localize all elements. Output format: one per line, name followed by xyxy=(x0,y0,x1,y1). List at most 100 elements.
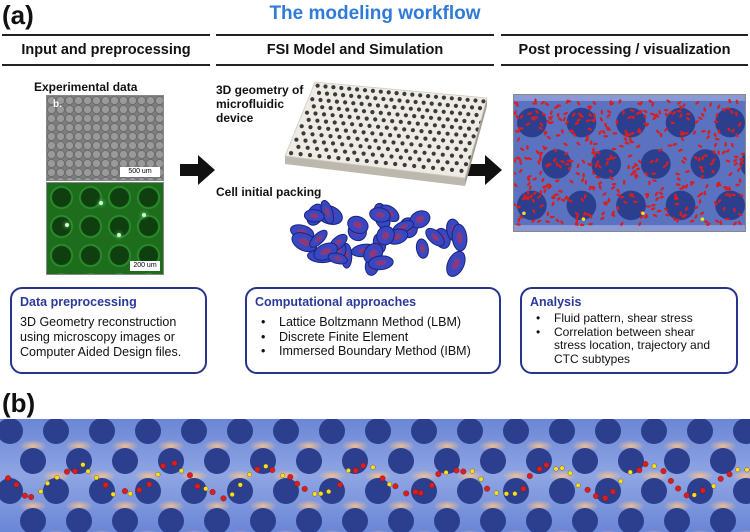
arrow-right-icon xyxy=(467,155,502,185)
red-cell xyxy=(417,490,424,496)
ctc-cell xyxy=(711,483,717,489)
red-cell xyxy=(194,483,201,490)
red-cell xyxy=(610,488,616,495)
arrow-right-icon xyxy=(180,155,215,185)
ctc-cell xyxy=(559,465,565,471)
red-cell xyxy=(520,485,527,492)
fluorescent-cell xyxy=(117,233,121,237)
pillar xyxy=(503,478,529,504)
ctc-cell xyxy=(178,468,184,474)
data-preprocessing-box: Data preprocessing 3D Geometry reconstru… xyxy=(10,287,207,374)
red-cell xyxy=(337,481,343,488)
pillar xyxy=(319,419,345,444)
ctc-cell xyxy=(478,476,484,482)
ctc-cell xyxy=(318,491,324,497)
pillar xyxy=(158,508,184,532)
pillar xyxy=(342,508,368,532)
ctc-cell xyxy=(691,492,697,498)
ctc-cell xyxy=(386,481,392,487)
red-cell xyxy=(726,471,733,478)
panel-label-a: (a) xyxy=(2,0,34,30)
ctc-cell xyxy=(443,470,449,476)
red-cell xyxy=(64,468,70,475)
red-cell xyxy=(254,466,261,473)
pillar xyxy=(0,419,23,444)
pillar xyxy=(733,478,750,504)
box-title: Data preprocessing xyxy=(20,295,137,309)
pillar xyxy=(641,478,667,504)
pillar xyxy=(457,419,483,444)
ctc-cell xyxy=(503,491,509,497)
ctc-cell xyxy=(575,482,581,488)
ctc-cell xyxy=(237,482,243,488)
ctc-trajectory-simulation xyxy=(0,419,750,532)
ctc-cell xyxy=(326,489,332,495)
pillar xyxy=(616,190,646,221)
red-cell xyxy=(453,467,460,474)
simulation-visualization xyxy=(513,94,746,232)
box-title: Analysis xyxy=(530,295,582,309)
pillar xyxy=(89,478,115,504)
ctc-cell xyxy=(553,466,559,472)
red-cell xyxy=(102,482,109,488)
box-title: Computational approaches xyxy=(255,295,417,309)
pillar xyxy=(89,419,115,444)
ctc-cell xyxy=(94,475,99,481)
pillar xyxy=(20,508,46,532)
red-cell xyxy=(146,481,153,488)
cell-packing-render xyxy=(290,200,468,277)
pillar xyxy=(664,508,690,532)
pillar xyxy=(516,107,547,138)
pillar xyxy=(204,508,230,532)
red-cell xyxy=(699,487,706,494)
pillar xyxy=(296,448,322,474)
pillar xyxy=(296,508,322,532)
pillar xyxy=(181,419,207,444)
list-item: Correlation between shear stress locatio… xyxy=(530,325,728,367)
pillar xyxy=(434,448,460,474)
pillar xyxy=(388,508,414,532)
pillar xyxy=(112,508,138,532)
red-cell xyxy=(660,468,667,475)
pillar xyxy=(572,448,598,474)
red-cell xyxy=(287,474,294,480)
red-cell xyxy=(435,471,442,477)
pillar xyxy=(549,478,575,504)
stage-header-fsi: FSI Model and Simulation xyxy=(216,34,494,66)
pillar xyxy=(273,419,299,444)
pillar xyxy=(457,478,483,504)
ctc-cell xyxy=(627,469,633,475)
ctc-cell xyxy=(203,486,209,492)
ctc-cell xyxy=(345,468,351,474)
red-cell xyxy=(543,462,550,468)
pillar xyxy=(135,419,161,444)
computational-approaches-box: Computational approaches Lattice Boltzma… xyxy=(245,287,501,374)
pillar xyxy=(204,448,230,474)
pillar xyxy=(181,478,207,504)
red-cell xyxy=(460,468,467,475)
ctc-cell xyxy=(735,467,741,473)
caption-experimental-data: Experimental data xyxy=(34,80,138,94)
pillar xyxy=(664,448,690,474)
fluorescent-cell xyxy=(65,223,69,227)
ctc-cell xyxy=(493,490,499,496)
red-cell xyxy=(403,490,410,497)
analysis-box: Analysis Fluid pattern, shear stress Cor… xyxy=(520,287,738,374)
pillar xyxy=(687,419,713,444)
ctc-cell xyxy=(280,473,286,478)
red-cell xyxy=(209,489,216,496)
pillar xyxy=(20,448,46,474)
ctc-cell xyxy=(85,468,91,474)
pillar xyxy=(549,419,575,444)
pillar xyxy=(227,419,253,444)
red-cell xyxy=(484,485,491,492)
ctc-cell xyxy=(45,480,50,486)
pillar xyxy=(572,508,598,532)
ctc-cell xyxy=(512,491,518,497)
red-cell xyxy=(352,467,359,474)
pillar xyxy=(640,149,671,179)
red-cell xyxy=(636,467,643,474)
pillar xyxy=(690,149,721,179)
red-cell xyxy=(136,486,143,493)
ctc-cell xyxy=(38,489,44,494)
